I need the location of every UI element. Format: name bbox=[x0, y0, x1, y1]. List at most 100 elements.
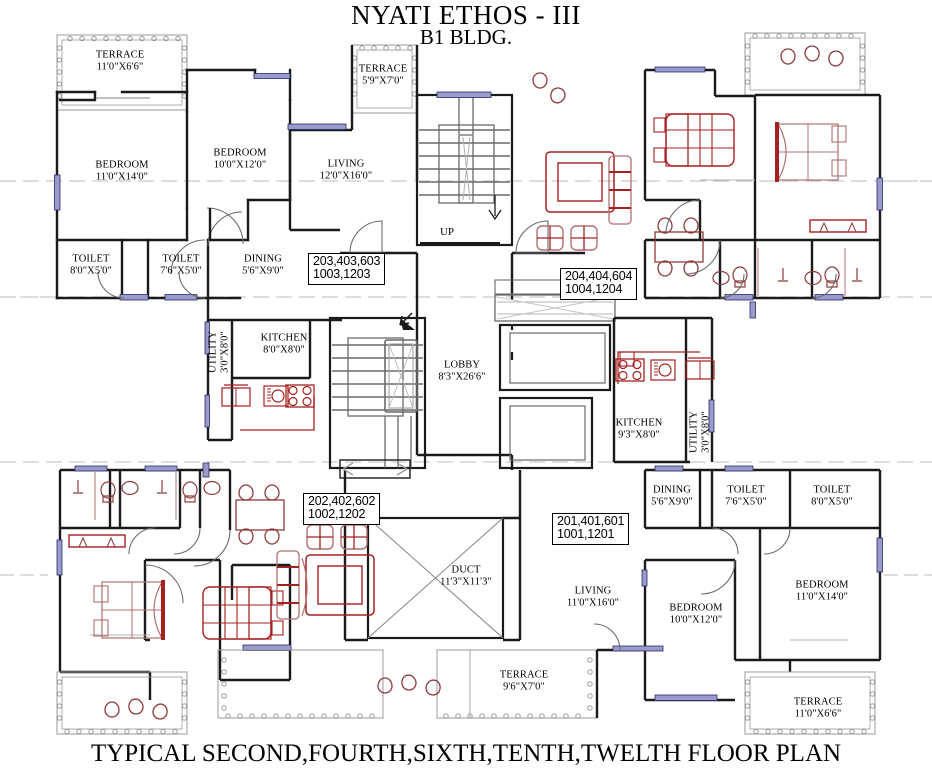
terrace-bottom-left bbox=[56, 671, 188, 735]
room-dimension: 10'0"X12'0" bbox=[669, 615, 723, 626]
room-name: BEDROOM bbox=[213, 147, 267, 159]
room-dimension: 3'0"X8'0" bbox=[220, 331, 231, 373]
central-core bbox=[328, 91, 616, 642]
unit-numbers-line-1: 202,402,602 bbox=[308, 494, 376, 508]
room-name: DUCT bbox=[451, 564, 481, 576]
room-dimension: 11'3"X11'3" bbox=[440, 577, 492, 588]
room-name: BEDROOM bbox=[795, 579, 849, 591]
apartment-203 bbox=[54, 34, 292, 322]
room-name: UTILITY bbox=[688, 410, 700, 454]
room-name: LIVING bbox=[327, 158, 365, 170]
terrace-chairs-tr bbox=[780, 43, 846, 69]
room-dimension: 3'0"X8'0" bbox=[701, 411, 712, 453]
terrace-bottom-right bbox=[744, 671, 876, 735]
room-dimension: 11'0"X14'0" bbox=[95, 172, 149, 183]
room-name: BEDROOM bbox=[669, 602, 723, 614]
room-name: TOILET bbox=[72, 253, 110, 265]
unit-numbers-line-2: 1004,1204 bbox=[565, 282, 623, 297]
apartment-204 bbox=[612, 32, 883, 464]
terrace-chairs-bl bbox=[104, 696, 170, 722]
room-dimension: 7'6"X5'0" bbox=[160, 266, 202, 277]
kitchen-fixtures-br bbox=[615, 351, 715, 384]
unit-numbers-line-2: 1001,1201 bbox=[557, 527, 615, 542]
room-name: DINING bbox=[244, 253, 282, 265]
unit-numbers-line-1: 201,401,601 bbox=[557, 514, 625, 528]
room-name: LOBBY bbox=[443, 359, 481, 371]
toilet-fixtures-tr-2 bbox=[804, 248, 863, 296]
page-title: NYATI ETHOS - III bbox=[351, 0, 581, 30]
room-dimension: 8'0"X5'0" bbox=[811, 497, 853, 508]
room-dimension: 11'0"X16'0" bbox=[566, 598, 620, 609]
room-dimension: 11'0"X6'6" bbox=[96, 62, 144, 73]
room-name: KITCHEN bbox=[615, 417, 663, 429]
apartment-202 bbox=[56, 72, 632, 735]
room-name: TERRACE bbox=[95, 49, 145, 61]
room-name: LIVING bbox=[574, 585, 612, 597]
room-dimension: 11'0"X14'0" bbox=[795, 592, 849, 603]
room-dimension: 8'0"X8'0" bbox=[263, 345, 305, 356]
unit-numbers-line-2: 1003,1203 bbox=[313, 267, 371, 282]
unit-numbers-line-1: 204,404,604 bbox=[565, 269, 633, 283]
room-name: BEDROOM bbox=[95, 159, 149, 171]
terrace-bottom-left-2 bbox=[217, 649, 443, 719]
room-name: TERRACE bbox=[499, 669, 549, 681]
room-dimension: 9'6"X7'0" bbox=[503, 682, 545, 693]
living-furniture-bl bbox=[276, 524, 375, 620]
room-dimension: 8'0"X5'0" bbox=[70, 266, 112, 277]
room-name: TOILET bbox=[162, 253, 200, 265]
room-name: DINING bbox=[653, 484, 691, 496]
kitchen-fixtures-tl bbox=[221, 384, 315, 431]
apartment-201 bbox=[436, 465, 883, 735]
room-dimension: 10'0"X12'0" bbox=[213, 160, 267, 171]
room-dimension: 8'3"X26'6" bbox=[438, 372, 486, 383]
room-dimension: 5'6"X9'0" bbox=[651, 497, 693, 508]
room-dimension: 7'6"X5'0" bbox=[725, 497, 767, 508]
room-name: KITCHEN bbox=[260, 332, 308, 344]
room-dimension: 9'3"X8'0" bbox=[618, 430, 660, 441]
kitchen-utility-top-left bbox=[204, 318, 342, 442]
staircase-upper bbox=[415, 93, 514, 247]
room-name: UTILITY bbox=[207, 330, 219, 374]
building-subtitle: B1 BLDG. bbox=[419, 25, 513, 49]
furniture-bl bbox=[68, 472, 285, 641]
toilet-fixtures-tr-1 bbox=[712, 248, 789, 296]
unit-numbers-line-1: 203,403,603 bbox=[313, 254, 381, 268]
staircase-lower bbox=[328, 312, 427, 470]
furniture-tr bbox=[653, 113, 867, 296]
dining-set-bl bbox=[235, 484, 285, 545]
duct-shaft bbox=[366, 516, 505, 640]
room-dimension: 5'6"X9'0" bbox=[242, 266, 284, 277]
room-dimension: 11'0"X6'6" bbox=[794, 709, 842, 720]
room-dimension: 5'9"X7'0" bbox=[362, 76, 404, 87]
terrace-chairs-bc bbox=[377, 672, 443, 698]
footer-title: TYPICAL SECOND,FOURTH,SIXTH,TENTH,TWELTH… bbox=[90, 740, 842, 767]
room-name: TOILET bbox=[727, 484, 765, 496]
room-name: TERRACE bbox=[358, 63, 408, 75]
terrace-top-right bbox=[744, 32, 866, 96]
